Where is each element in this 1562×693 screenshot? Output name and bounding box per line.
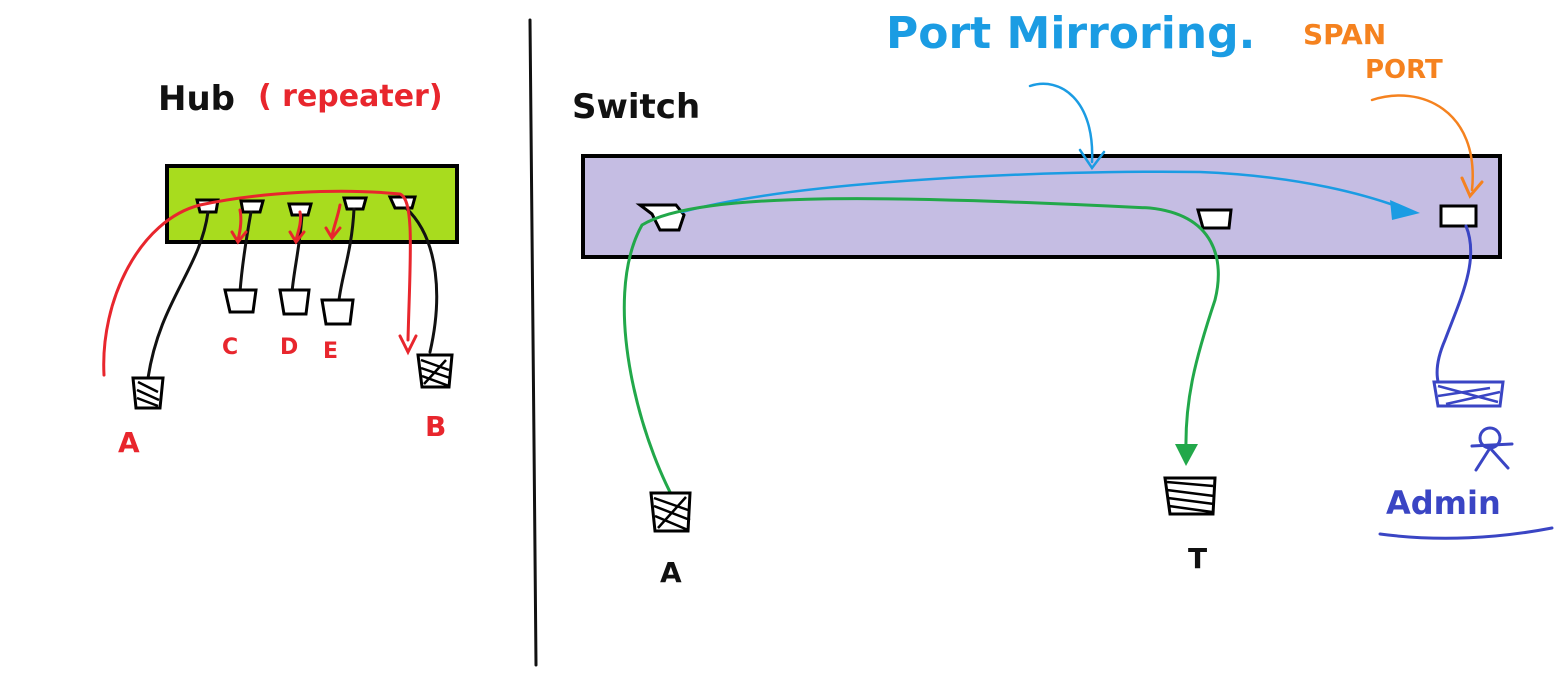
switch-panel: Switch Port Mirroring. SPAN PORT	[572, 8, 1554, 589]
hub-device-d	[278, 288, 311, 316]
switch-box	[581, 154, 1502, 259]
hub-device-b	[416, 353, 454, 389]
hub-port-4	[342, 196, 368, 211]
hub-port-2	[239, 199, 265, 214]
mirror-flow	[680, 170, 1414, 214]
hub-cable-e	[337, 207, 356, 302]
admin-underline	[1378, 526, 1554, 540]
switch-device-a	[649, 491, 692, 533]
admin-label: Admin	[1386, 484, 1501, 522]
traffic-flow	[622, 197, 1220, 522]
hub-cable-c	[238, 210, 253, 294]
switch-label-t: T	[1188, 542, 1207, 575]
switch-title: Switch	[572, 87, 700, 127]
hub-flood-flow	[102, 189, 412, 377]
mirror-callout-head	[1078, 148, 1106, 171]
hub-cable-b	[404, 206, 439, 354]
hub-title: Hub	[158, 79, 235, 119]
hub-label-c: C	[222, 335, 238, 360]
span-label-line2: PORT	[1365, 55, 1443, 85]
hub-label-e: E	[323, 339, 338, 364]
traffic-arrowhead	[1175, 444, 1198, 466]
switch-label-a: A	[660, 556, 682, 589]
admin-person-icon	[1470, 426, 1514, 472]
hub-cable-a	[146, 210, 210, 380]
hub-device-e	[320, 298, 355, 326]
span-label-line1: SPAN	[1303, 18, 1386, 51]
hub-port-3	[287, 202, 313, 217]
switch-port-t	[1196, 208, 1233, 230]
admin-workstation-icon	[1432, 380, 1505, 408]
span-callout-arrow	[1370, 94, 1474, 192]
hub-panel: Hub ( repeater)	[102, 79, 459, 459]
panel-divider	[528, 18, 538, 667]
port-mirroring-label: Port Mirroring.	[886, 8, 1255, 59]
mirror-arrowhead	[1390, 200, 1420, 220]
hub-label-a: A	[118, 426, 140, 459]
hub-device-c	[223, 288, 258, 314]
span-callout-head	[1460, 176, 1484, 199]
hub-flood-arrowheads	[230, 226, 418, 356]
hub-port-5	[387, 195, 417, 210]
switch-device-t	[1163, 476, 1217, 516]
hub-label-b: B	[425, 410, 446, 443]
hub-title-note: ( repeater)	[258, 79, 443, 114]
switch-span-port	[1439, 204, 1478, 228]
hub-label-d: D	[280, 335, 298, 360]
hub-device-a	[131, 376, 165, 410]
mirror-callout-arrow	[1028, 82, 1094, 164]
